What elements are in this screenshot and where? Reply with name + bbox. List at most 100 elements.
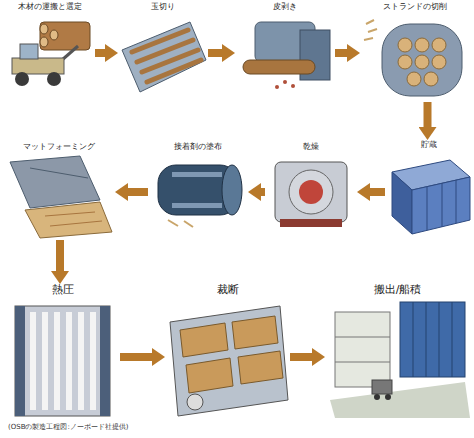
bin-rib bbox=[427, 187, 428, 230]
container-rib bbox=[426, 302, 427, 377]
hot-press-art bbox=[15, 306, 110, 416]
step-heading: マットフォーミング bbox=[3, 142, 115, 151]
log-end bbox=[50, 30, 58, 40]
panel bbox=[180, 323, 228, 357]
panel bbox=[186, 358, 233, 393]
flow-arrow bbox=[261, 188, 265, 196]
log-end bbox=[398, 38, 412, 52]
log-end bbox=[40, 37, 48, 47]
container-rib bbox=[413, 302, 414, 377]
bin-rib bbox=[442, 183, 443, 227]
bin-rib bbox=[456, 180, 457, 223]
log-end bbox=[40, 24, 48, 34]
blender-band bbox=[172, 203, 222, 208]
blender-band bbox=[172, 172, 222, 177]
flow-arrow bbox=[56, 240, 64, 271]
cutting-art bbox=[170, 306, 288, 416]
step-heading: 熱圧 bbox=[5, 284, 120, 297]
mat bbox=[25, 202, 112, 238]
log-end bbox=[424, 72, 438, 86]
conveyor-deck bbox=[122, 22, 206, 92]
log-end bbox=[398, 55, 412, 69]
process-step: ストランドの切削 bbox=[360, 2, 470, 102]
process-step: 裁断 bbox=[165, 284, 290, 418]
process-step: 接着剤の塗布 bbox=[148, 142, 248, 230]
press-platen bbox=[90, 312, 96, 410]
flow-arrow bbox=[128, 188, 148, 196]
press-platen bbox=[54, 312, 60, 410]
log-end bbox=[415, 38, 429, 52]
press-platen bbox=[42, 312, 48, 410]
log bbox=[243, 60, 315, 74]
panel bbox=[238, 351, 283, 384]
container-rib bbox=[439, 302, 440, 377]
log bbox=[132, 30, 188, 52]
dryer-art bbox=[275, 162, 347, 227]
step-heading: 搬出/船積 bbox=[325, 284, 470, 297]
strand bbox=[364, 38, 373, 40]
shelf bbox=[335, 362, 390, 363]
process-step: 木材の運搬と選定 bbox=[5, 2, 95, 92]
flow-arrow bbox=[370, 188, 385, 196]
press-column bbox=[15, 306, 25, 416]
dryer-base bbox=[280, 219, 342, 227]
storage-bin-art bbox=[392, 160, 470, 234]
cutting-table bbox=[170, 306, 288, 416]
forklift bbox=[372, 380, 392, 394]
loader-body bbox=[12, 58, 64, 74]
log-end bbox=[415, 55, 429, 69]
step-heading: 裁断 bbox=[165, 284, 290, 297]
former-box bbox=[10, 156, 100, 208]
shelf bbox=[335, 337, 390, 338]
log-end bbox=[407, 72, 421, 86]
step-heading: 木材の運搬と選定 bbox=[5, 2, 95, 11]
log-end bbox=[432, 38, 446, 52]
panel bbox=[232, 316, 278, 349]
strand bbox=[368, 29, 377, 32]
blender-end bbox=[222, 165, 242, 215]
press-frame bbox=[15, 306, 110, 416]
bin-front bbox=[392, 172, 412, 234]
process-step: 搬出/船積 bbox=[325, 284, 470, 418]
bark-chip bbox=[283, 80, 287, 84]
process-step: 貯蔵 bbox=[385, 140, 472, 238]
process-step: 皮剥き bbox=[235, 2, 335, 92]
flow-arrow bbox=[120, 353, 152, 361]
dryer-drum bbox=[289, 170, 333, 214]
strand bbox=[366, 20, 374, 24]
step-heading: 玉切り bbox=[118, 2, 208, 11]
process-step: 玉切り bbox=[118, 2, 208, 92]
strander-art bbox=[364, 20, 462, 96]
debarker-art bbox=[243, 22, 330, 89]
process-step: 乾燥 bbox=[265, 142, 357, 230]
step-heading: 貯蔵 bbox=[385, 140, 472, 149]
saw-blade bbox=[187, 394, 203, 410]
shipping-art bbox=[330, 302, 470, 418]
former-rib bbox=[30, 168, 88, 178]
blender-art bbox=[158, 165, 242, 227]
bark-chip bbox=[275, 85, 279, 89]
flow-arrow bbox=[424, 102, 432, 127]
mat-forming-art bbox=[10, 156, 112, 238]
log bbox=[147, 60, 201, 82]
bucking-conveyor-art bbox=[122, 22, 206, 92]
process-step: 熱圧 bbox=[5, 284, 120, 420]
log-end bbox=[432, 55, 446, 69]
loader-cab bbox=[20, 44, 38, 59]
log-pile bbox=[40, 22, 90, 50]
strander-drum bbox=[382, 24, 462, 96]
flow-arrow bbox=[335, 49, 347, 57]
caption-text: (OSBの製造工程図:ノーボード社提供) bbox=[8, 424, 129, 432]
flow-arrow bbox=[95, 49, 105, 57]
log-loader-art bbox=[12, 22, 90, 86]
mat-strand bbox=[45, 212, 95, 216]
press-platen bbox=[30, 312, 36, 410]
dryer-fire bbox=[299, 180, 323, 204]
bark-chip bbox=[291, 84, 295, 88]
shelving bbox=[335, 312, 390, 387]
press-platen bbox=[78, 312, 84, 410]
wheel bbox=[385, 394, 391, 400]
